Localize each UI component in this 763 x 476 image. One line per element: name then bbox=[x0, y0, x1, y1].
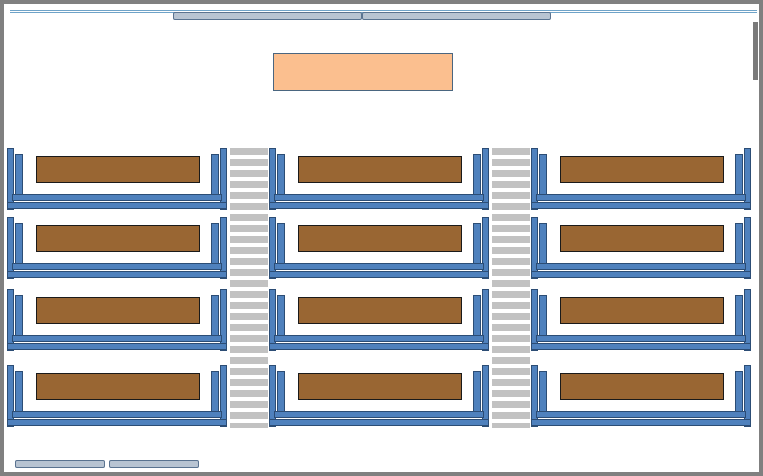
desk-frame-right-outer bbox=[482, 289, 489, 351]
desk-frame-right-outer bbox=[220, 289, 227, 351]
desk-table-top bbox=[298, 225, 462, 252]
desk-frame-left-outer bbox=[269, 365, 276, 427]
desk-frame-base-bottom bbox=[531, 202, 751, 209]
desk-frame-right-outer bbox=[744, 217, 751, 279]
desk-frame-left-outer bbox=[269, 217, 276, 279]
desk-frame-base-bottom bbox=[7, 202, 227, 209]
aisle-stairs-right bbox=[492, 148, 530, 428]
desk-left-row-1 bbox=[7, 148, 227, 210]
desk-table-top bbox=[560, 297, 724, 324]
desk-right-row-3 bbox=[531, 289, 751, 351]
desk-frame-right-outer bbox=[482, 365, 489, 427]
desk-frame-left-outer bbox=[7, 217, 14, 279]
desk-right-row-1 bbox=[531, 148, 751, 210]
aisle-stairs-left bbox=[230, 148, 268, 428]
desk-frame-left-outer bbox=[531, 289, 538, 351]
desk-frame-right-outer bbox=[482, 148, 489, 210]
desk-frame-base-top bbox=[274, 411, 484, 418]
top-tab-left[interactable] bbox=[173, 12, 362, 20]
desk-frame-base-top bbox=[12, 335, 222, 342]
desk-left-row-4 bbox=[7, 365, 227, 427]
desk-frame-base-bottom bbox=[7, 343, 227, 350]
desk-frame-base-top bbox=[12, 194, 222, 201]
desk-frame-base-top bbox=[536, 335, 746, 342]
desk-table-top bbox=[560, 225, 724, 252]
desk-table-top bbox=[36, 156, 200, 183]
desk-frame-left-outer bbox=[7, 365, 14, 427]
desk-frame-left-outer bbox=[269, 148, 276, 210]
scrollbar-thumb[interactable] bbox=[753, 22, 758, 80]
desk-left-row-3 bbox=[7, 289, 227, 351]
desk-frame-base-bottom bbox=[269, 343, 489, 350]
desk-frame-base-top bbox=[536, 411, 746, 418]
desk-frame-base-top bbox=[536, 194, 746, 201]
desk-table-top bbox=[298, 297, 462, 324]
desk-frame-base-bottom bbox=[269, 271, 489, 278]
desk-frame-base-top bbox=[536, 263, 746, 270]
desk-center-row-4 bbox=[269, 365, 489, 427]
desk-frame-base-bottom bbox=[531, 419, 751, 426]
desk-center-row-2 bbox=[269, 217, 489, 279]
desk-table-top bbox=[560, 156, 724, 183]
desk-frame-left-outer bbox=[269, 289, 276, 351]
desk-frame-right-outer bbox=[744, 289, 751, 351]
front-board bbox=[273, 53, 453, 91]
desk-left-row-2 bbox=[7, 217, 227, 279]
desk-frame-right-outer bbox=[482, 217, 489, 279]
desk-table-top bbox=[36, 297, 200, 324]
desk-frame-left-outer bbox=[531, 148, 538, 210]
desk-center-row-1 bbox=[269, 148, 489, 210]
desk-frame-right-outer bbox=[744, 365, 751, 427]
desk-frame-right-outer bbox=[220, 217, 227, 279]
bottom-tab-2[interactable] bbox=[109, 460, 199, 468]
desk-table-top bbox=[298, 156, 462, 183]
desk-table-top bbox=[36, 373, 200, 400]
desk-frame-base-top bbox=[274, 335, 484, 342]
desk-frame-base-bottom bbox=[269, 202, 489, 209]
desk-frame-base-top bbox=[274, 194, 484, 201]
desk-frame-right-outer bbox=[220, 148, 227, 210]
desk-frame-left-outer bbox=[7, 289, 14, 351]
desk-right-row-4 bbox=[531, 365, 751, 427]
desk-table-top bbox=[298, 373, 462, 400]
desk-table-top bbox=[36, 225, 200, 252]
desk-frame-right-outer bbox=[220, 365, 227, 427]
top-tab-right[interactable] bbox=[362, 12, 551, 20]
desk-right-row-2 bbox=[531, 217, 751, 279]
desk-frame-left-outer bbox=[531, 365, 538, 427]
desk-frame-base-bottom bbox=[531, 343, 751, 350]
desk-frame-base-bottom bbox=[7, 271, 227, 278]
desk-frame-base-bottom bbox=[531, 271, 751, 278]
desk-center-row-3 bbox=[269, 289, 489, 351]
desk-frame-right-outer bbox=[744, 148, 751, 210]
desk-table-top bbox=[560, 373, 724, 400]
desk-frame-base-top bbox=[12, 411, 222, 418]
desk-frame-left-outer bbox=[7, 148, 14, 210]
desk-frame-base-bottom bbox=[269, 419, 489, 426]
desk-frame-base-top bbox=[12, 263, 222, 270]
desk-frame-base-top bbox=[274, 263, 484, 270]
desk-frame-left-outer bbox=[531, 217, 538, 279]
desk-frame-base-bottom bbox=[7, 419, 227, 426]
bottom-tab-1[interactable] bbox=[15, 460, 105, 468]
